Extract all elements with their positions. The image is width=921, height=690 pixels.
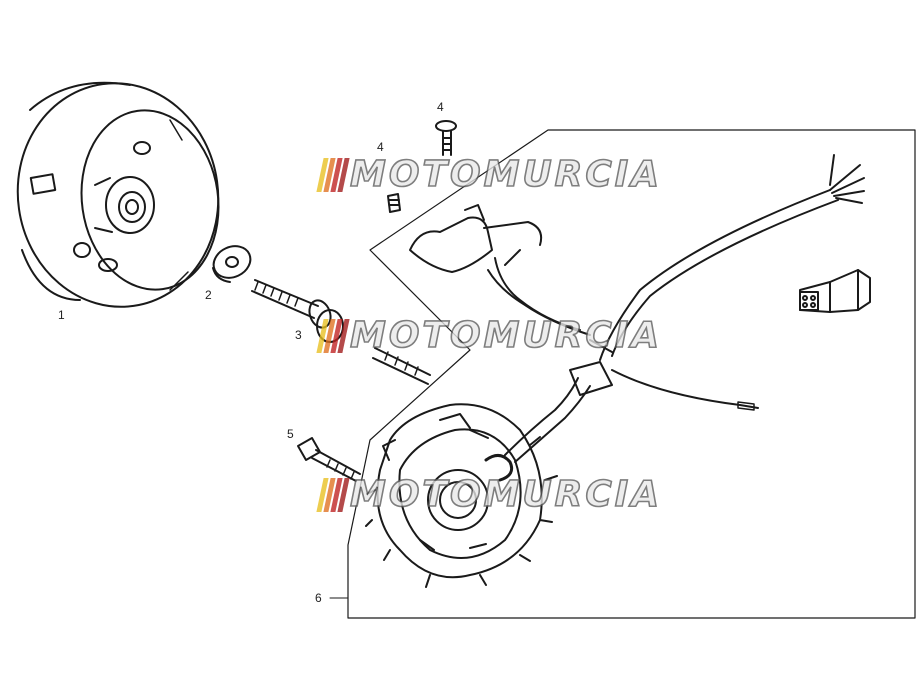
- stator-bolt: [297, 437, 361, 482]
- wiring-harness: [504, 154, 865, 463]
- connector: [799, 269, 871, 313]
- watermark-text: MOTOMURCIA: [349, 474, 663, 515]
- watermark-text: MOTOMURCIA: [349, 315, 663, 356]
- watermark-logo: MOTOMURCIA: [316, 474, 663, 515]
- label-stator-assembly: 6: [315, 591, 322, 605]
- pickup-coil: [409, 204, 591, 336]
- watermark-stripes: [316, 478, 350, 512]
- watermark-stripes: [316, 319, 350, 353]
- screw-top: [435, 120, 457, 156]
- flywheel-rotor: [16, 81, 220, 308]
- stator: [365, 403, 558, 588]
- washer: [212, 245, 252, 283]
- assembly-outline: [347, 129, 916, 619]
- watermark-logo: MOTOMURCIA: [316, 154, 663, 195]
- flywheel-bolt: [251, 279, 431, 385]
- watermark-logo: MOTOMURCIA: [316, 315, 663, 356]
- label-bolt: 3: [295, 328, 302, 342]
- label-flywheel: 1: [58, 308, 65, 322]
- screw-small: [387, 193, 401, 213]
- label-washer: 2: [205, 288, 212, 302]
- label-screw-top: 4: [437, 100, 444, 114]
- watermark-stripes: [316, 158, 350, 192]
- label-screw-small: 4: [377, 140, 384, 154]
- label-stator-bolt: 5: [287, 427, 294, 441]
- watermark-text: MOTOMURCIA: [349, 154, 663, 195]
